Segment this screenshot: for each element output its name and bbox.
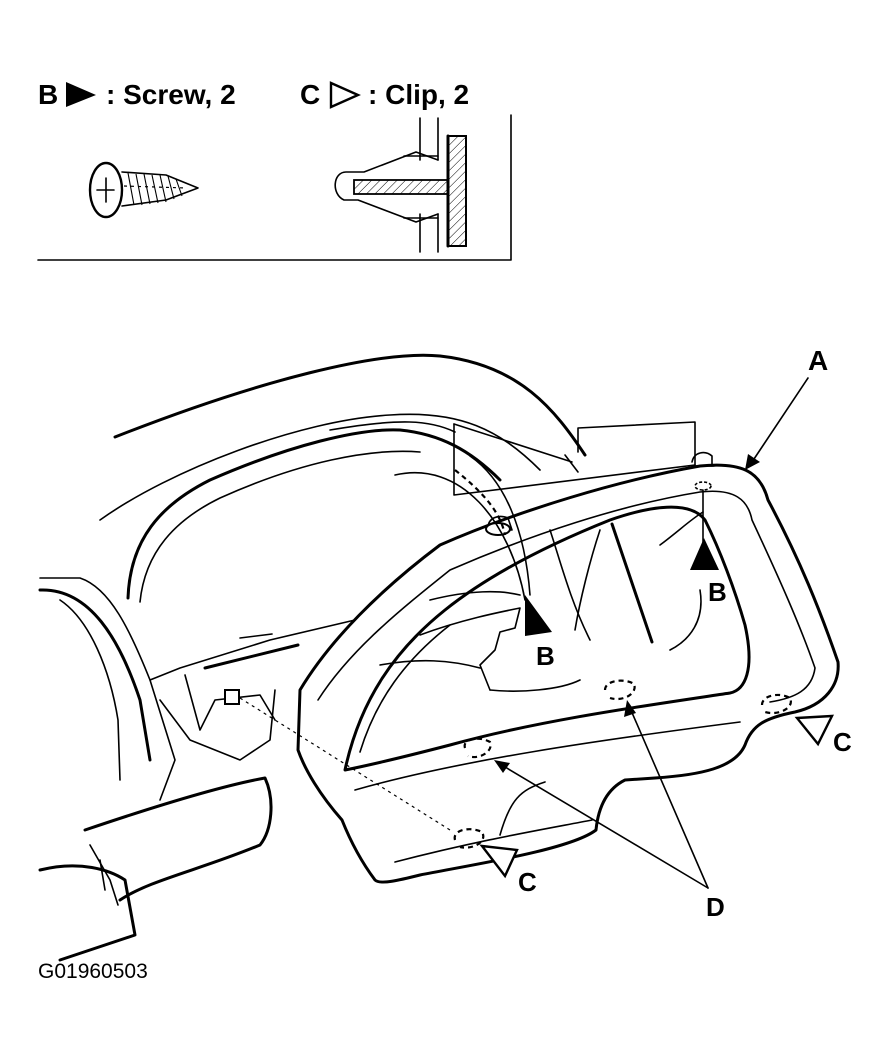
clip-right-outline-triangle-icon	[794, 714, 834, 747]
callout-label-a: A	[808, 345, 828, 376]
clip-location-right	[760, 693, 792, 715]
callout-a-leader	[745, 377, 809, 470]
screw-left-filled-triangle-icon	[525, 595, 552, 636]
legend-frame	[37, 114, 512, 261]
screw-marker-filled-triangle-icon	[66, 82, 96, 107]
clip-locations	[453, 679, 792, 849]
screw-right-filled-triangle-icon	[690, 538, 719, 570]
fastener-legend: B : Screw, 2 C : Clip, 2	[37, 79, 512, 261]
clip-location-bottom	[453, 828, 485, 849]
tab-location-lower	[463, 737, 492, 759]
callout-label-clip-bottom: C	[518, 867, 537, 897]
legend-clip-letter: C	[300, 79, 320, 110]
clip-markers	[479, 714, 834, 879]
callout-label-screw-right: B	[708, 577, 727, 607]
legend-clip-text: : Clip, 2	[368, 79, 469, 110]
tab-location-upper	[603, 679, 636, 701]
legend-screw-letter: B	[38, 79, 58, 110]
callout-label-d: D	[706, 892, 725, 922]
figure-code: G01960503	[38, 960, 148, 983]
screw-illustration-icon	[88, 161, 199, 219]
instrument-panel-trim	[239, 451, 840, 884]
screw-markers	[525, 538, 719, 636]
legend-screw-text: : Screw, 2	[106, 79, 236, 110]
callout-d-leaders	[494, 700, 709, 889]
dashboard-housing	[38, 353, 696, 962]
clip-marker-outline-triangle-icon	[329, 81, 361, 109]
callout-label-clip-right: C	[833, 727, 852, 757]
callout-label-screw-left: B	[536, 641, 555, 671]
clip-illustration-icon	[334, 117, 467, 253]
clip-bottom-outline-triangle-icon	[479, 844, 519, 879]
